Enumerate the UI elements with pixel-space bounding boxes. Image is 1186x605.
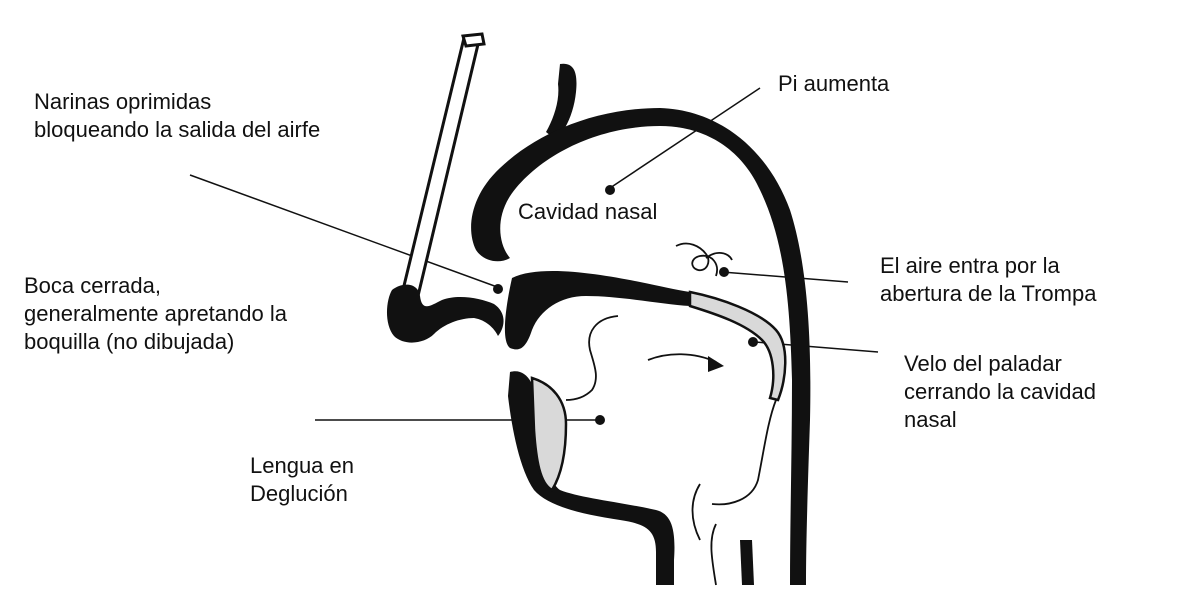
airflow-arrowhead [708,356,724,372]
nasal-tube [402,34,484,296]
label-cavidad-line1: Cavidad nasal [518,198,657,226]
label-boca-line1: Boca cerrada, [24,272,287,300]
label-velo-line1: Velo del paladar [904,350,1096,378]
label-pi: Pi aumenta [778,70,889,98]
label-pi-line1: Pi aumenta [778,70,889,98]
label-narinas-line2: bloqueando la salida del airfe [34,116,320,144]
label-boca-line3: boquilla (no dibujada) [24,328,287,356]
label-lengua: Lengua en Deglución [250,452,354,508]
label-lengua-line1: Lengua en [250,452,354,480]
label-aire: El aire entra por la abertura de la Trom… [880,252,1096,308]
label-boca: Boca cerrada, generalmente apretando la … [24,272,287,356]
label-lengua-line2: Deglución [250,480,354,508]
label-velo-line2: cerrando la cavidad [904,378,1096,406]
label-velo-line3: nasal [904,406,1096,434]
label-aire-line1: El aire entra por la [880,252,1096,280]
label-velo: Velo del paladar cerrando la cavidad nas… [904,350,1096,434]
label-cavidad: Cavidad nasal [518,198,657,226]
label-boca-line2: generalmente apretando la [24,300,287,328]
label-aire-line2: abertura de la Trompa [880,280,1096,308]
label-narinas-line1: Narinas oprimidas [34,88,320,116]
label-narinas: Narinas oprimidas bloqueando la salida d… [34,88,320,144]
soft-palate [690,292,785,400]
